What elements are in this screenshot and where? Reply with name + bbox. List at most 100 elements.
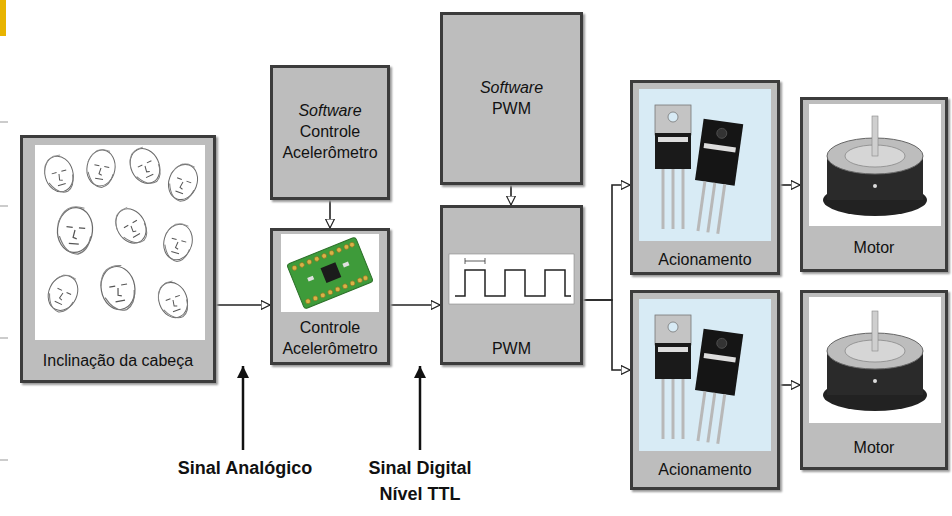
head-sketches-part: [110, 203, 153, 250]
accelerometer-board-part-part-part: [321, 253, 327, 259]
accelerometer-board-part-part-part: [342, 283, 348, 289]
box-heading: Software: [480, 78, 543, 99]
transistor-picture-part-part: [668, 112, 678, 122]
page-edge-mark: [0, 0, 6, 36]
text-area: Inclinação da cabeça: [23, 342, 213, 380]
transistor-picture-part-part: [672, 169, 675, 229]
pwm-waveform: [443, 208, 580, 362]
transistor-picture-part-part: [658, 137, 688, 142]
transistor-picture-part-part: [672, 379, 675, 439]
box-label: Controle Acelerômetro: [277, 122, 383, 164]
transistor-picture-part-part: [658, 347, 688, 352]
accelerometer-board-part-part: [307, 276, 314, 282]
transistor-picture-part-part: [716, 128, 727, 139]
transistor-picture-part-part: [655, 315, 691, 345]
driver-box: Acionamento: [630, 290, 780, 490]
transistor-picture-part: [688, 119, 743, 235]
box-label: Motor: [854, 438, 895, 459]
picture-panel: [639, 299, 771, 451]
motor-box: Motor: [800, 290, 948, 470]
accelerometer-board-part-part-part: [335, 286, 341, 292]
input-box: Inclinação da cabeça: [20, 135, 216, 383]
accelerometer-board-part-part-part: [305, 298, 311, 304]
pwm-box: PWM: [440, 205, 583, 365]
accelerometer-board-part-part-part: [343, 244, 349, 250]
transistor-picture-part-part: [655, 343, 691, 379]
text-area: Motor: [803, 429, 945, 467]
signal-connector: [390, 304, 440, 306]
head-sketches-part: [41, 152, 78, 196]
head-sketches-part: [42, 270, 83, 316]
pwm-waveform-part: [465, 258, 485, 264]
accelerometer-board-part-part-part: [306, 259, 312, 265]
accelerometer-board-part-part-part: [299, 262, 305, 268]
box-label: PWM: [492, 99, 531, 120]
motor-picture-part: [872, 311, 878, 351]
accelerometer-board-part-part-part: [328, 250, 334, 256]
motor-box: Motor: [800, 97, 948, 272]
pwm-waveform-part: [455, 270, 571, 296]
transistor-picture-part-part: [662, 379, 665, 439]
transistor-picture-part-part: [704, 143, 736, 152]
accelerometer-board-part-part-part: [320, 292, 326, 298]
sensor-box: Controle Acelerômetro: [270, 228, 390, 365]
sensor-chip: [321, 262, 342, 283]
software-box: SoftwareControle Acelerômetro: [270, 65, 390, 200]
box-label: PWM: [492, 339, 531, 360]
transistor-picture-part: [655, 105, 691, 229]
text-area: Motor: [803, 228, 945, 269]
sketch-panel: [35, 145, 205, 340]
transistor-picture-part: [655, 315, 691, 439]
transistor-picture-part-part: [698, 391, 705, 441]
text-area: Acionamento: [633, 249, 777, 272]
accelerometer-board-part-part-part: [357, 277, 363, 283]
head-sketches-part: [98, 263, 139, 313]
driver-box: Acionamento: [630, 80, 780, 275]
transistor-picture-part-part: [698, 181, 705, 231]
accelerometer-board-part-part-part: [349, 242, 355, 248]
signal-connector: [583, 185, 630, 300]
leader-arrow: [419, 366, 422, 450]
signal-connector: [780, 184, 800, 186]
head-sketches: [23, 138, 213, 380]
transistor-picture-part-part: [718, 394, 725, 444]
accelerometer-board-part-part-part: [336, 247, 342, 253]
motor-picture-part: [873, 379, 877, 383]
signal-connector: [329, 200, 331, 228]
transistor-picture-part-part: [704, 353, 736, 362]
head-sketches-part: [55, 205, 94, 255]
transistor-picture-part-part: [718, 184, 725, 234]
head-sketches-part: [153, 278, 192, 323]
signal-connector: [780, 384, 800, 386]
transistor-picture-part-part: [682, 169, 685, 229]
leader-arrow: [242, 366, 245, 450]
board-panel: [281, 234, 379, 312]
box-label: Inclinação da cabeça: [43, 351, 193, 372]
head-sketches-part: [160, 220, 197, 264]
text-area: SoftwareControle Acelerômetro: [273, 68, 387, 197]
head-sketches-part: [163, 160, 202, 205]
accelerometer-board-part-part-part: [362, 275, 368, 281]
transistor-picture: [633, 293, 777, 487]
text-area: SoftwarePWM: [443, 15, 580, 182]
transistor-picture-part: [688, 329, 743, 445]
head-sketches-part: [84, 147, 118, 189]
signal-connector: [216, 304, 270, 306]
transistor-picture-part-part: [668, 322, 678, 332]
page-edge-line: [0, 122, 8, 123]
picture-panel: [809, 104, 941, 226]
signal-connector: [583, 300, 630, 370]
transistor-picture-part-part: [655, 105, 691, 135]
waveform-panel: [449, 254, 574, 304]
accelerometer-board-part-part: [291, 242, 368, 305]
page-edge-line: [0, 206, 8, 207]
transistor-picture-part-part: [662, 169, 665, 229]
accelerometer-board-part-part-part: [314, 256, 320, 262]
head-sketches-part: [124, 143, 165, 189]
text-area: Controle Acelerômetro: [273, 315, 387, 362]
signal-label: Sinal Analógico: [168, 455, 322, 481]
accelerometer-board-part: [287, 237, 374, 309]
accelerometer-board-part-part-part: [327, 289, 333, 295]
pcb: [287, 237, 374, 309]
